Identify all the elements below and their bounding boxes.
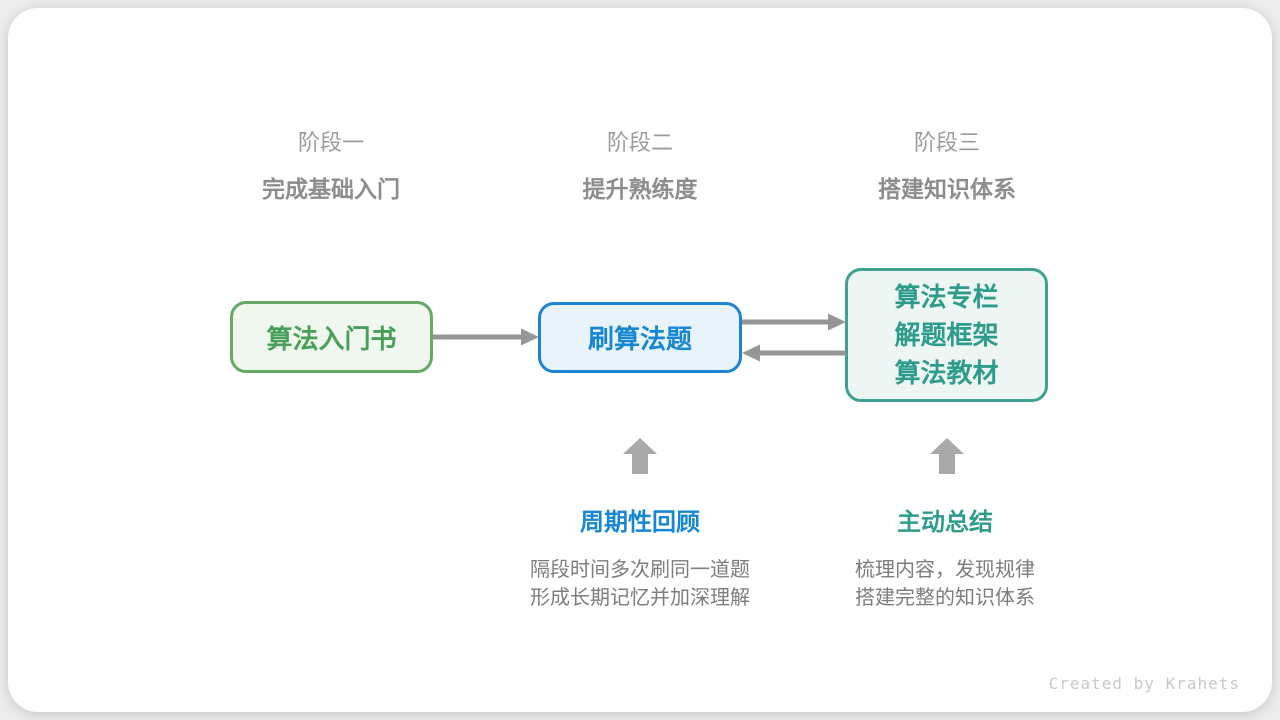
annotation-desc-line: 梳理内容，发现规律 bbox=[855, 559, 1035, 581]
node-knowledge-resources: 算法专栏 解题框架 算法教材 bbox=[845, 268, 1048, 402]
node-label: 算法入门书 bbox=[266, 323, 397, 354]
stage-column-1: 阶段一 完成基础入门 bbox=[181, 129, 481, 204]
node-label: 解题框架 bbox=[894, 320, 999, 350]
node-label: 算法教材 bbox=[894, 358, 999, 388]
arrow-left-icon bbox=[742, 344, 846, 362]
annotation-desc-line: 隔段时间多次刷同一道题 bbox=[530, 559, 750, 581]
annotation-desc: 隔段时间多次刷同一道题 形成长期记忆并加深理解 bbox=[470, 556, 810, 612]
stage-subtitle: 搭建知识体系 bbox=[878, 176, 1016, 202]
annotation-title: 周期性回顾 bbox=[580, 509, 700, 536]
stage-column-2: 阶段二 提升熟练度 bbox=[490, 129, 790, 204]
node-practice-problems: 刷算法题 bbox=[538, 302, 742, 373]
annotation-desc: 梳理内容，发现规律 搭建完整的知识体系 bbox=[775, 556, 1115, 612]
arrow-up-icon bbox=[930, 438, 964, 474]
stage-label: 阶段三 bbox=[913, 130, 980, 155]
arrow-right-icon bbox=[433, 328, 539, 346]
arrow-up-icon bbox=[623, 438, 657, 474]
annotation-periodic-review: 周期性回顾 隔段时间多次刷同一道题 形成长期记忆并加深理解 bbox=[470, 508, 810, 612]
annotation-active-summary: 主动总结 梳理内容，发现规律 搭建完整的知识体系 bbox=[775, 508, 1115, 612]
stage-column-3: 阶段三 搭建知识体系 bbox=[797, 129, 1097, 204]
footer-credit: Created by Krahets bbox=[1048, 674, 1240, 693]
arrow-right-icon bbox=[742, 313, 846, 331]
node-label: 刷算法题 bbox=[587, 324, 692, 354]
stage-label: 阶段二 bbox=[606, 130, 673, 155]
stage-subtitle: 完成基础入门 bbox=[262, 176, 400, 202]
annotation-title: 主动总结 bbox=[897, 509, 993, 536]
stage-label: 阶段一 bbox=[297, 130, 364, 155]
node-label: 算法专栏 bbox=[894, 282, 999, 312]
annotation-desc-line: 形成长期记忆并加深理解 bbox=[530, 587, 750, 609]
stage-subtitle: 提升熟练度 bbox=[582, 176, 698, 202]
node-intro-book: 算法入门书 bbox=[230, 301, 433, 373]
annotation-desc-line: 搭建完整的知识体系 bbox=[855, 587, 1035, 609]
